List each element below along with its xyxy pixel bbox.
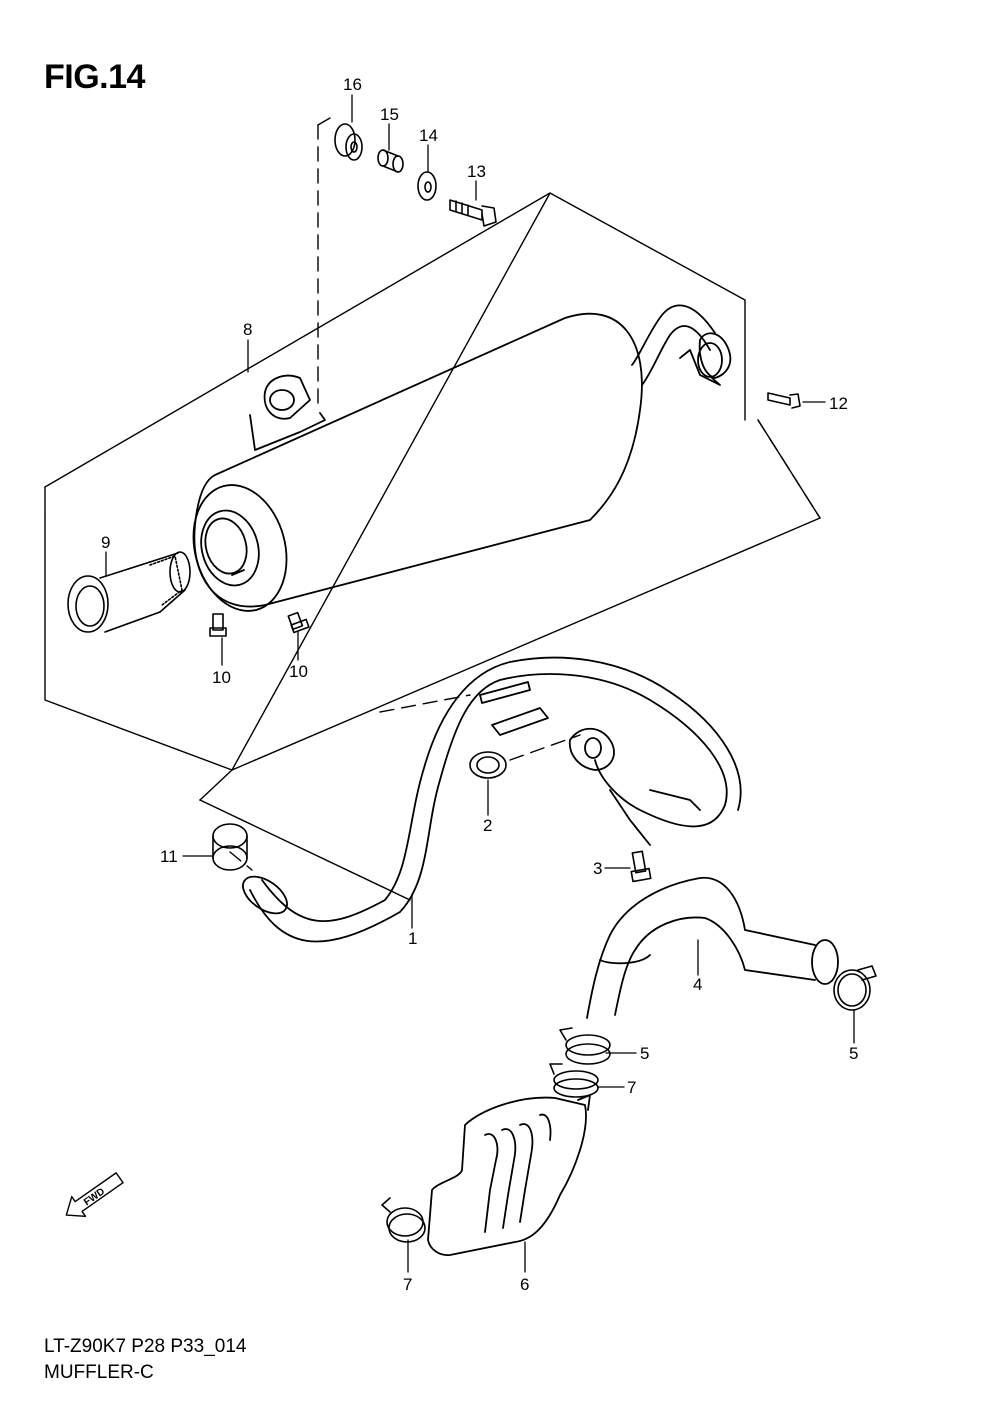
bolt-13	[449, 199, 497, 227]
label-10-right: 10	[289, 662, 308, 681]
label-11: 11	[160, 847, 178, 866]
label-10-left: 10	[212, 668, 231, 687]
clamp-7-lower	[381, 1197, 426, 1243]
spark-arrester-9	[67, 551, 191, 633]
exhaust-pipe-1	[242, 656, 742, 943]
gasket-2	[469, 751, 507, 779]
label-13: 13	[467, 162, 486, 181]
model-code: LT-Z90K7 P28 P33_014	[44, 1336, 247, 1357]
protector-6	[427, 1094, 591, 1256]
label-16: 16	[343, 75, 362, 94]
callout-lines	[105, 94, 855, 1273]
label-14: 14	[419, 126, 438, 145]
gasket-11	[212, 823, 248, 871]
muffler-8	[192, 304, 732, 612]
bolt-12	[767, 392, 801, 409]
dashed-leaders	[229, 124, 821, 871]
label-7-lower: 7	[403, 1275, 412, 1294]
label-5-left: 5	[640, 1044, 649, 1063]
bolt-3	[630, 850, 652, 883]
label-5-right: 5	[849, 1044, 858, 1063]
figure-title: FIG.14	[44, 58, 145, 96]
label-4: 4	[693, 975, 702, 994]
figure-name: MUFFLER-C	[44, 1362, 154, 1383]
label-15: 15	[380, 105, 399, 124]
label-6: 6	[520, 1275, 529, 1294]
screw-10-right	[287, 611, 310, 634]
label-1: 1	[408, 929, 417, 948]
joint-pipe-4	[586, 877, 839, 1019]
forward-arrow: FWD	[65, 1172, 124, 1218]
label-8: 8	[243, 320, 252, 339]
grommet-16	[334, 123, 363, 161]
label-12: 12	[829, 394, 848, 413]
clamp-7-upper	[549, 1063, 599, 1098]
washer-guide	[317, 117, 331, 126]
clamp-5-right	[833, 965, 877, 1011]
label-2: 2	[483, 816, 492, 835]
assembly-outline	[44, 192, 821, 901]
label-3: 3	[593, 859, 602, 878]
screw-10-left	[209, 613, 227, 637]
part-labels: 16 15 14 13 8 12 9 10 10 11 2 3 1 4 5 5 …	[101, 75, 858, 1294]
washer-14	[417, 171, 437, 201]
label-9: 9	[101, 533, 110, 552]
collar-15	[377, 149, 404, 173]
clamp-5-left	[559, 1027, 611, 1065]
label-7-upper: 7	[627, 1078, 636, 1097]
